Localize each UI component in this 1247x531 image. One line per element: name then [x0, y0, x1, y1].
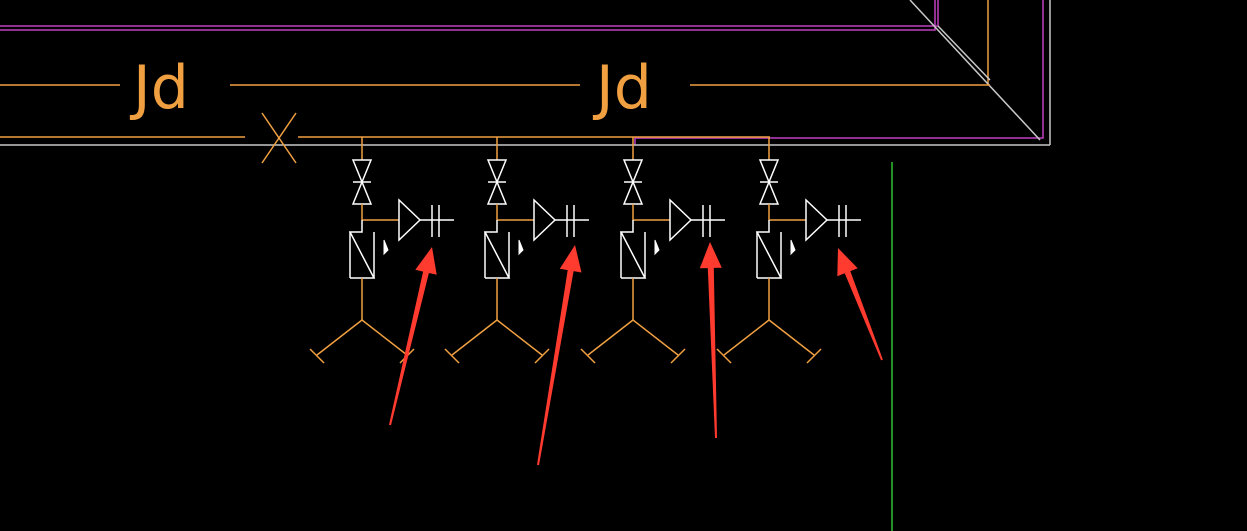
sprinkler-fork [316, 319, 408, 356]
fork-end-right [806, 348, 822, 364]
fork-end-left [444, 348, 460, 364]
flag-marker [790, 239, 796, 256]
main-supply-pipe [0, 112, 770, 164]
sprinkler-fork [451, 319, 543, 356]
fork-end-left [580, 348, 596, 364]
branch-3 [580, 137, 725, 364]
outer-wall-line [0, 0, 936, 31]
red-arrow-2 [537, 245, 582, 466]
flow-switch-icon [619, 220, 647, 279]
fork-end-left [309, 348, 325, 364]
x-mark-b [261, 112, 297, 164]
flag-marker [518, 239, 524, 256]
red-arrow-1 [389, 247, 437, 426]
frame-line-pink-right [634, 0, 1044, 145]
flag-marker [654, 239, 660, 256]
flow-switch-icon [755, 220, 783, 279]
flow-switch-icon [483, 220, 511, 279]
diagonal-corner-2 [937, 25, 991, 81]
fork-end-right [534, 348, 550, 364]
branch-4 [716, 137, 861, 364]
diagonal-corner-1 [909, 0, 1041, 141]
check-valve-icon [398, 198, 422, 242]
fork-end-left [716, 348, 732, 364]
wall-border [0, 0, 1051, 146]
flag-marker [383, 239, 389, 256]
flow-switch-icon [348, 220, 376, 279]
check-valve-icon [533, 198, 557, 242]
fork-end-right [670, 348, 686, 364]
check-valve-icon [805, 198, 829, 242]
branch-1 [309, 137, 454, 364]
sprinkler-branches [309, 137, 861, 364]
sprinkler-fork [723, 319, 815, 356]
annotation-arrows [389, 242, 883, 466]
check-valve-icon [669, 198, 693, 242]
sprinkler-fork [587, 319, 679, 356]
jd-label-left: Jd [129, 53, 189, 123]
red-arrow-3 [699, 242, 722, 438]
jd-label-right: Jd [592, 53, 652, 123]
branch-2 [444, 137, 589, 364]
red-arrow-4 [837, 248, 883, 361]
